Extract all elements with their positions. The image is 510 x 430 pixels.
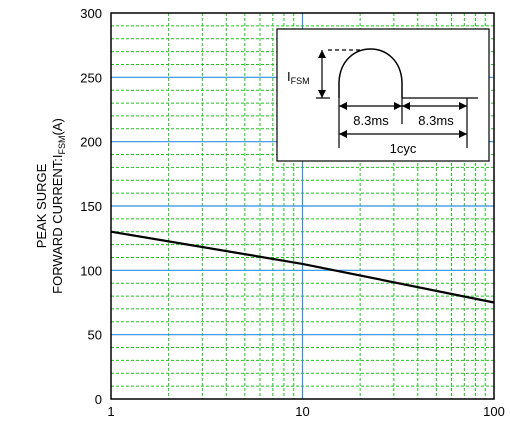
x-tick-label: 1	[107, 404, 114, 419]
arrowhead	[394, 102, 402, 110]
arrowhead	[459, 130, 467, 138]
y-tick-label: 50	[88, 328, 102, 343]
ifsm-label-sub: FSM	[291, 76, 310, 86]
y-tick-label: 250	[80, 70, 102, 85]
waveform-inset: IFSM 8.3ms 8.3ms 1cyc	[276, 28, 490, 162]
ifsm-arrow-down	[318, 90, 326, 98]
x-tick-label: 10	[295, 404, 309, 419]
y-axis-label-main: FORWARD CURRENT:I	[50, 154, 65, 293]
inset-box	[276, 28, 490, 162]
y-axis-label: PEAK SURGE FORWARD CURRENT:IFSM(A)	[34, 118, 67, 294]
plot-frame	[110, 12, 495, 400]
y-tick-label: 0	[95, 392, 102, 407]
half-cycle-right-label: 8.3ms	[418, 113, 454, 128]
y-axis-label-line2: FORWARD CURRENT:IFSM(A)	[50, 118, 67, 294]
half-cycle-left-label: 8.3ms	[353, 113, 389, 128]
y-tick-labels: 0 50 100 150 200 250 300	[80, 6, 102, 407]
series-line	[110, 230, 495, 304]
y-tick-label: 300	[80, 6, 102, 21]
arrowhead	[339, 130, 347, 138]
arrowhead	[459, 102, 467, 110]
y-tick-label: 200	[80, 135, 102, 150]
ifsm-label: IFSM	[287, 69, 310, 86]
arrowhead	[402, 102, 410, 110]
ifsm-label-main: I	[287, 69, 291, 84]
series-group	[110, 230, 495, 304]
half-sine-pulse	[338, 48, 403, 98]
arrowhead	[339, 102, 347, 110]
x-tick-label: 100	[483, 404, 505, 419]
y-axis-label-line1: PEAK SURGE	[34, 163, 49, 248]
ifsm-arrow-up	[318, 50, 326, 58]
full-cycle-label: 1cyc	[390, 141, 417, 156]
y-axis-label-sub: FSM	[57, 135, 67, 154]
y-axis-label-unit: (A)	[50, 118, 65, 135]
y-tick-label: 150	[80, 199, 102, 214]
y-tick-label: 100	[80, 263, 102, 278]
x-tick-labels: 1 10 100	[107, 404, 504, 419]
